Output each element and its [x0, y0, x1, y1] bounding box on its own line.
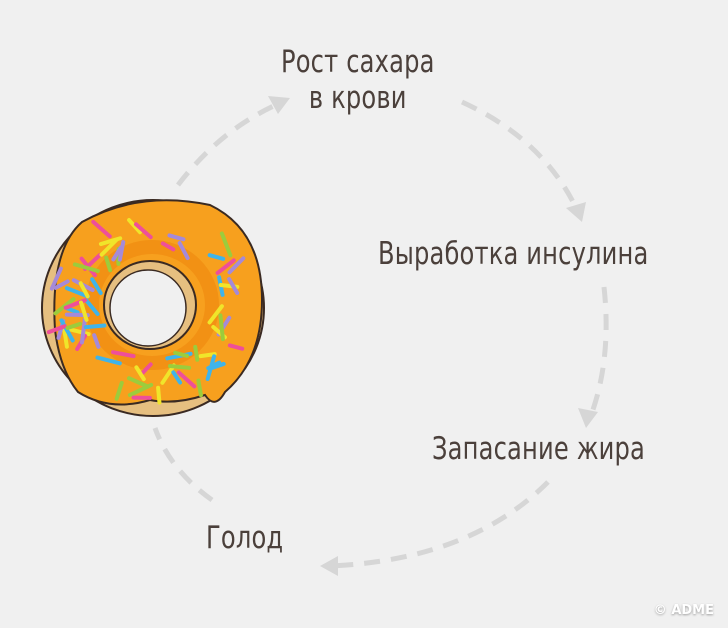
watermark: © ADME	[653, 603, 714, 618]
sprinkle	[207, 253, 226, 261]
sprinkle	[64, 286, 91, 299]
step-sugar-rise-line2: в крови	[308, 80, 407, 116]
sprinkle	[78, 281, 90, 299]
sprinkle	[91, 219, 112, 239]
sprinkle	[218, 313, 225, 342]
arrowhead-icon	[566, 202, 586, 222]
sprinkle	[111, 245, 123, 262]
sprinkle	[227, 343, 245, 351]
sprinkle	[79, 300, 89, 322]
sprinkle	[62, 327, 69, 349]
sprinkle	[196, 378, 203, 398]
sprinkle	[198, 352, 217, 359]
sprinkle	[176, 370, 197, 389]
arrow-hunger-to-donut	[152, 427, 214, 503]
step-fat-storage: Запасание жира	[432, 431, 646, 467]
sprinkle	[219, 231, 233, 258]
sprinkle	[117, 240, 126, 262]
donut-icon	[41, 199, 265, 417]
sprinkle	[173, 350, 190, 358]
step-sugar-rise: Рост сахара в крови	[281, 44, 435, 116]
sprinkle	[114, 380, 124, 401]
sprinkle	[127, 376, 150, 389]
sprinkle	[215, 258, 236, 275]
sprinkle	[160, 363, 176, 385]
sprinkle	[99, 237, 119, 257]
sprinkle	[104, 255, 113, 273]
sprinkle	[160, 241, 176, 252]
arrowhead-icon	[578, 408, 598, 428]
arrowhead-icon	[320, 556, 338, 576]
arrowhead-icon	[268, 96, 290, 114]
sprinkle	[205, 354, 217, 381]
sprinkle	[84, 298, 100, 317]
sprinkle	[207, 304, 224, 325]
sprinkle	[134, 365, 146, 382]
sprinkle	[177, 241, 190, 261]
sprinkle	[139, 362, 153, 377]
sprinkle	[227, 256, 246, 275]
sprinkle	[53, 279, 70, 290]
arrow-insulin-to-fat	[587, 286, 609, 419]
step-hunger: Голод	[206, 520, 284, 556]
sprinkle	[92, 333, 101, 349]
sprinkle	[59, 318, 75, 343]
sprinkle	[167, 233, 186, 242]
step-sugar-rise-line1: Рост сахара	[281, 44, 435, 80]
sprinkle	[49, 266, 63, 291]
sprinkle	[90, 277, 103, 296]
sprinkle	[134, 222, 153, 240]
sprinkle	[227, 277, 240, 295]
sprinkle	[127, 218, 142, 235]
sprinkle	[72, 262, 100, 274]
sprinkle	[171, 370, 183, 385]
sprinkle	[83, 323, 107, 330]
sprinkle	[156, 385, 162, 405]
sprinkle	[167, 364, 192, 370]
arrow-sugar-to-insulin	[460, 99, 581, 214]
sprinkle	[46, 324, 67, 335]
sprinkle	[111, 350, 136, 359]
step-insulin: Выработка инсулина	[378, 236, 649, 272]
arrow-donut-to-sugar	[176, 101, 280, 187]
sprinkle	[65, 321, 83, 331]
sprinkle	[193, 344, 200, 362]
sprinkle	[79, 317, 87, 345]
sprinkle	[95, 355, 122, 366]
arrow-fat-to-hunger	[329, 480, 550, 569]
